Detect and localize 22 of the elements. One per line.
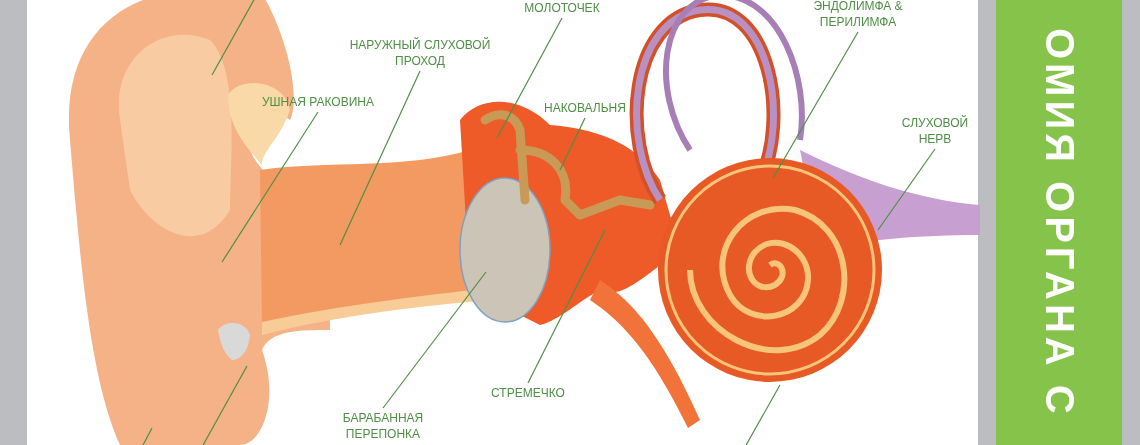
leader-line: [877, 148, 936, 231]
title-text: ОМИЯ ОРГАНА С: [1036, 27, 1082, 418]
leader-line: [201, 365, 248, 445]
part-label: МОЛОТОЧЕК: [512, 0, 612, 16]
part-label: СТРЕМЕЧКО: [478, 385, 578, 401]
part-label: ЭНДОЛИМФА & ПЕРИЛИМФА: [798, 0, 918, 30]
leader-line: [527, 229, 606, 384]
title-band: [996, 0, 1122, 445]
part-label: БАРАБАННАЯ ПЕРЕПОНКА: [333, 410, 433, 442]
leader-line: [211, 0, 256, 76]
part-label: УШНАЯ РАКОВИНА: [248, 94, 388, 110]
leader-line: [744, 384, 781, 445]
leader-line: [141, 427, 153, 445]
ear-anatomy-drawing: [68, 0, 980, 445]
leader-line: [382, 271, 487, 409]
part-label: НАРУЖНЫЙ СЛУХОВОЙ ПРОХОД: [345, 37, 495, 69]
part-label: НАКОВАЛЬНЯ: [530, 100, 640, 116]
part-label: СЛУХОВОЙ НЕРВ: [890, 115, 980, 147]
leader-line: [496, 17, 563, 139]
leader-line: [339, 70, 421, 246]
leader-line: [772, 31, 859, 179]
leader-line: [221, 111, 319, 263]
